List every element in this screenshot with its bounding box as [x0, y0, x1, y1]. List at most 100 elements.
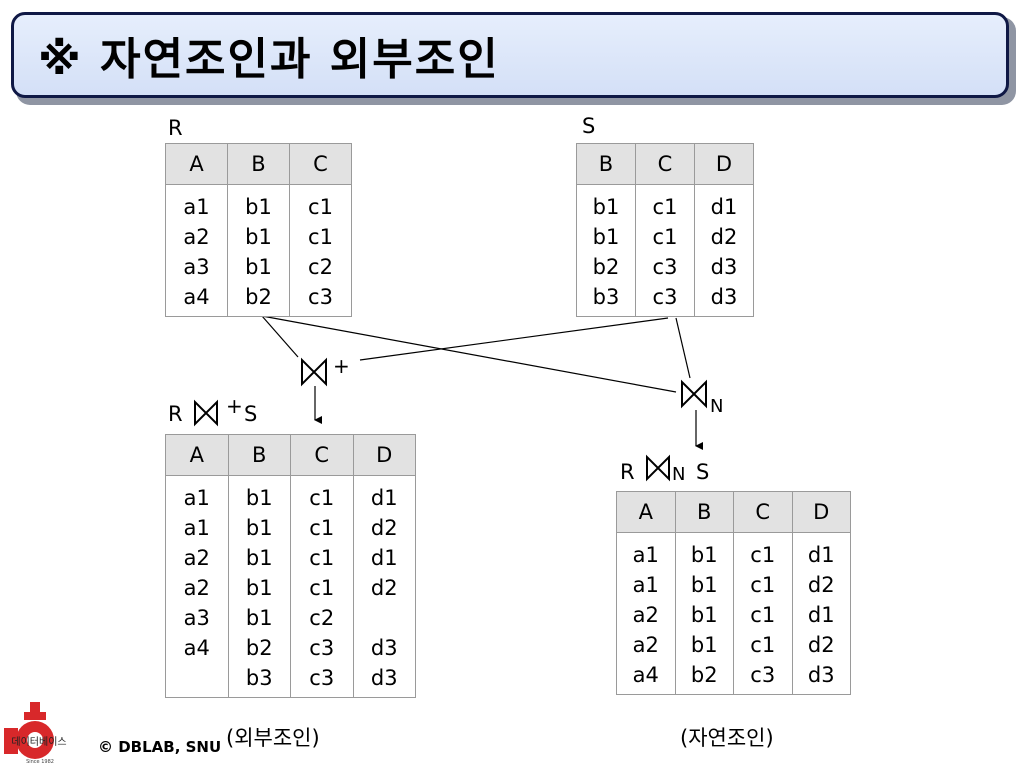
column-header: B [674, 491, 734, 533]
column-cells: d1 d2 d3 d3 [694, 184, 754, 317]
column-header: B [576, 143, 636, 185]
table-cell: c3 [309, 666, 335, 690]
table-cell: b3 [592, 285, 620, 309]
table-cell: b1 [592, 195, 620, 219]
table-cell: b2 [592, 255, 620, 279]
table-cell: c1 [750, 543, 776, 567]
table-cell: b1 [690, 603, 718, 627]
title-box: ※ 자연조인과 외부조인 [11, 12, 1009, 98]
table-cell: b1 [245, 516, 273, 540]
table-cell: a4 [183, 285, 210, 309]
table-cell: c3 [652, 255, 678, 279]
column-cells: b1 b1 b2 b3 [576, 184, 636, 317]
line-s-to-outer [359, 317, 669, 361]
column-header: A [165, 434, 229, 476]
table-cell: d3 [807, 663, 835, 687]
table-cell: c1 [309, 576, 335, 600]
table-cell: d2 [370, 516, 398, 540]
footer-copyright: © DBLAB, SNU [98, 738, 222, 756]
table-cell: a4 [183, 636, 210, 660]
bowtie-natural-icon [681, 379, 707, 409]
table-cell: d2 [807, 633, 835, 657]
natural-join-right-label: S [696, 460, 710, 484]
natural-join-sub-label: N [672, 464, 686, 485]
table-cell: c3 [309, 636, 335, 660]
logo-text: 데이터베이스 [11, 736, 66, 748]
table-cell: d2 [710, 225, 738, 249]
table-cell: b1 [690, 543, 718, 567]
table-cell: a2 [183, 546, 210, 570]
table-cell: b2 [245, 636, 273, 660]
bowtie-outer-label-icon [194, 399, 218, 427]
table-cell [166, 663, 228, 693]
table-cell: b1 [245, 255, 272, 279]
table-cell: b3 [245, 666, 273, 690]
table-cell: d3 [710, 285, 738, 309]
table-cell: d3 [370, 636, 398, 660]
bowtie-natural-label-icon [646, 454, 670, 482]
table-cell: d3 [710, 255, 738, 279]
table-cell: a4 [632, 663, 659, 687]
table-cell: a2 [183, 225, 210, 249]
column-cells: d1 d2 d1 d2 d3 [791, 532, 851, 695]
table-cell: c3 [308, 285, 333, 309]
outer-join-caption: (외부조인) [226, 726, 320, 750]
table-cell: b1 [245, 546, 273, 570]
table-cell: a3 [183, 255, 210, 279]
table-cell: a1 [183, 195, 210, 219]
table-cell: b1 [245, 576, 273, 600]
page-title: ※ 자연조인과 외부조인 [38, 34, 500, 85]
natural-join-caption: (자연조인) [680, 726, 774, 750]
column-header: A [616, 491, 676, 533]
table-body-row: b1 b1 b2 b3 c1 c1 c3 c3 d1 d2 d3 d3 [576, 184, 754, 317]
table-cell: b1 [245, 606, 273, 630]
table-cell: a1 [183, 486, 210, 510]
table-cell: c1 [309, 546, 335, 570]
column-header: D [352, 434, 416, 476]
table-cell: d1 [370, 486, 398, 510]
table-cell: c1 [309, 516, 335, 540]
natural-op-sub: N [710, 396, 724, 417]
table-cell: c1 [750, 573, 776, 597]
line-r-to-natural [261, 315, 677, 393]
table-cell: c1 [652, 225, 678, 249]
table-cell: c1 [652, 195, 678, 219]
table-cell: d2 [370, 576, 398, 600]
table-cell: d1 [807, 603, 835, 627]
column-header: C [733, 491, 793, 533]
column-cells: c1 c1 c3 c3 [635, 184, 695, 317]
table-cell: d2 [807, 573, 835, 597]
logo-since-text: Since 1982 [26, 759, 54, 765]
relation-s-label: S [582, 114, 596, 138]
table-cell: d1 [807, 543, 835, 567]
table-cell [354, 603, 416, 633]
table-cell: a2 [632, 603, 659, 627]
dblab-logo-icon: 데이터베이스 Since 1982 [0, 698, 78, 768]
table-cell: b1 [245, 486, 273, 510]
table-cell: c2 [309, 606, 335, 630]
column-cells: b1 b1 b1 b1 b1 b2 b3 [227, 475, 291, 698]
table-cell: d3 [370, 666, 398, 690]
table-cell: d1 [710, 195, 738, 219]
table-cell: c2 [308, 255, 333, 279]
table-cell: b1 [245, 195, 272, 219]
table-cell: b1 [592, 225, 620, 249]
table-cell: a1 [183, 516, 210, 540]
outer-join-sup-label: + [226, 394, 243, 418]
table-cell: c3 [652, 285, 678, 309]
table-cell: a3 [183, 606, 210, 630]
